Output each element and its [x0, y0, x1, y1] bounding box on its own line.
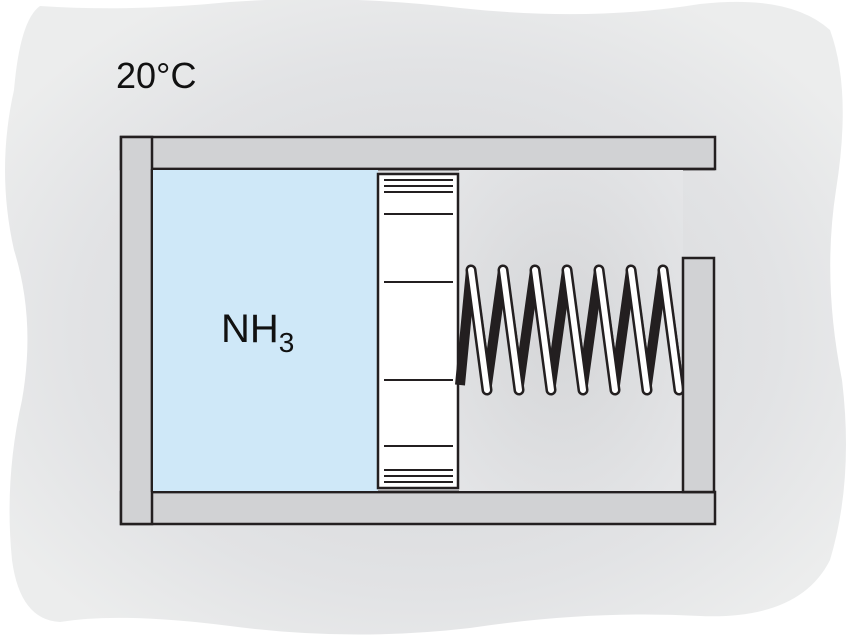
cylinder-left-wall — [119, 135, 154, 526]
cylinder — [119, 135, 717, 526]
gas-region — [153, 170, 378, 491]
piston — [376, 172, 460, 490]
cylinder-bottom-wall — [119, 490, 717, 526]
cylinder-top-wall — [119, 135, 717, 171]
temperature-label: 20°C — [116, 55, 196, 96]
gas-formula-main: NH — [221, 307, 279, 351]
spring — [455, 264, 685, 396]
gas-label: NH3 — [221, 307, 294, 358]
gas-formula-subscript: 3 — [279, 327, 295, 358]
spring-support-plate — [681, 256, 716, 494]
